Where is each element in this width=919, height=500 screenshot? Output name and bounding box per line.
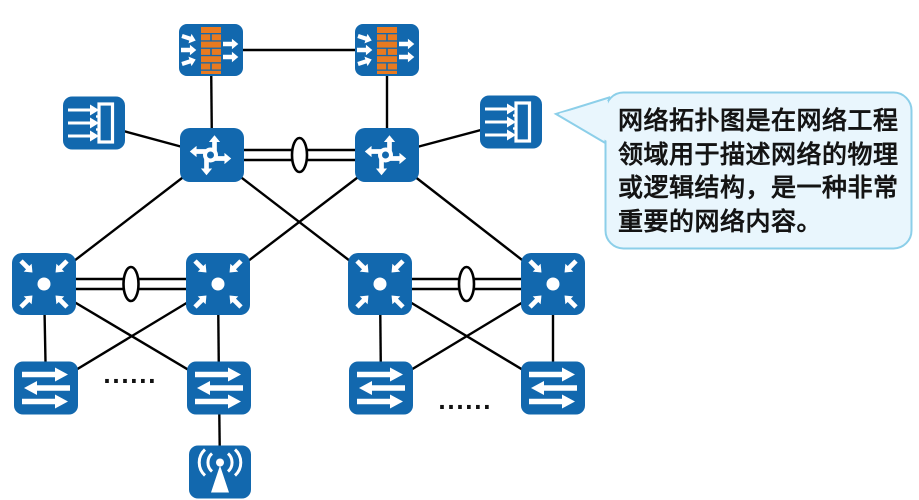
agg-switch-2-icon <box>186 253 250 315</box>
agg-switch-4-icon <box>521 253 585 315</box>
access-switch-4-icon <box>521 362 585 415</box>
callout-tail-fill <box>559 101 608 141</box>
server-2-icon <box>480 95 542 149</box>
devices-layer <box>12 24 585 499</box>
aggregation-ellipse <box>122 265 140 303</box>
server-1-icon <box>63 96 125 150</box>
agg-switch-3-icon <box>348 253 412 315</box>
callout-line: 网络拓扑图是在网络工程 <box>618 106 899 135</box>
router-1-icon <box>180 128 244 182</box>
access-switch-2-icon <box>187 362 251 415</box>
access-switch-3-icon <box>349 362 413 415</box>
callout-line: 重要的网络内容。 <box>618 206 823 236</box>
access-switch-1-icon <box>14 362 78 415</box>
callout-line: 领域用于描述网络的物理 <box>618 139 899 169</box>
agg-switch-1-icon <box>12 253 76 315</box>
aggregation-ellipse <box>290 136 309 174</box>
callout-bubble <box>604 91 913 250</box>
wireless-ap-1-icon <box>189 445 251 499</box>
aggregation-ellipse <box>457 265 476 303</box>
ellipsis-dots-right: ...... <box>438 390 492 414</box>
firewall-1-icon <box>179 24 243 76</box>
callout-text: 网络拓扑图是在网络工程 领域用于描述网络的物理 或逻辑结构，是一种非常 重要的网… <box>618 104 910 238</box>
firewall-2-icon <box>355 24 419 76</box>
router-2-icon <box>355 128 419 182</box>
callout-line: 或逻辑结构，是一种非常 <box>618 173 899 202</box>
ellipsis-dots-left: ...... <box>103 364 157 388</box>
